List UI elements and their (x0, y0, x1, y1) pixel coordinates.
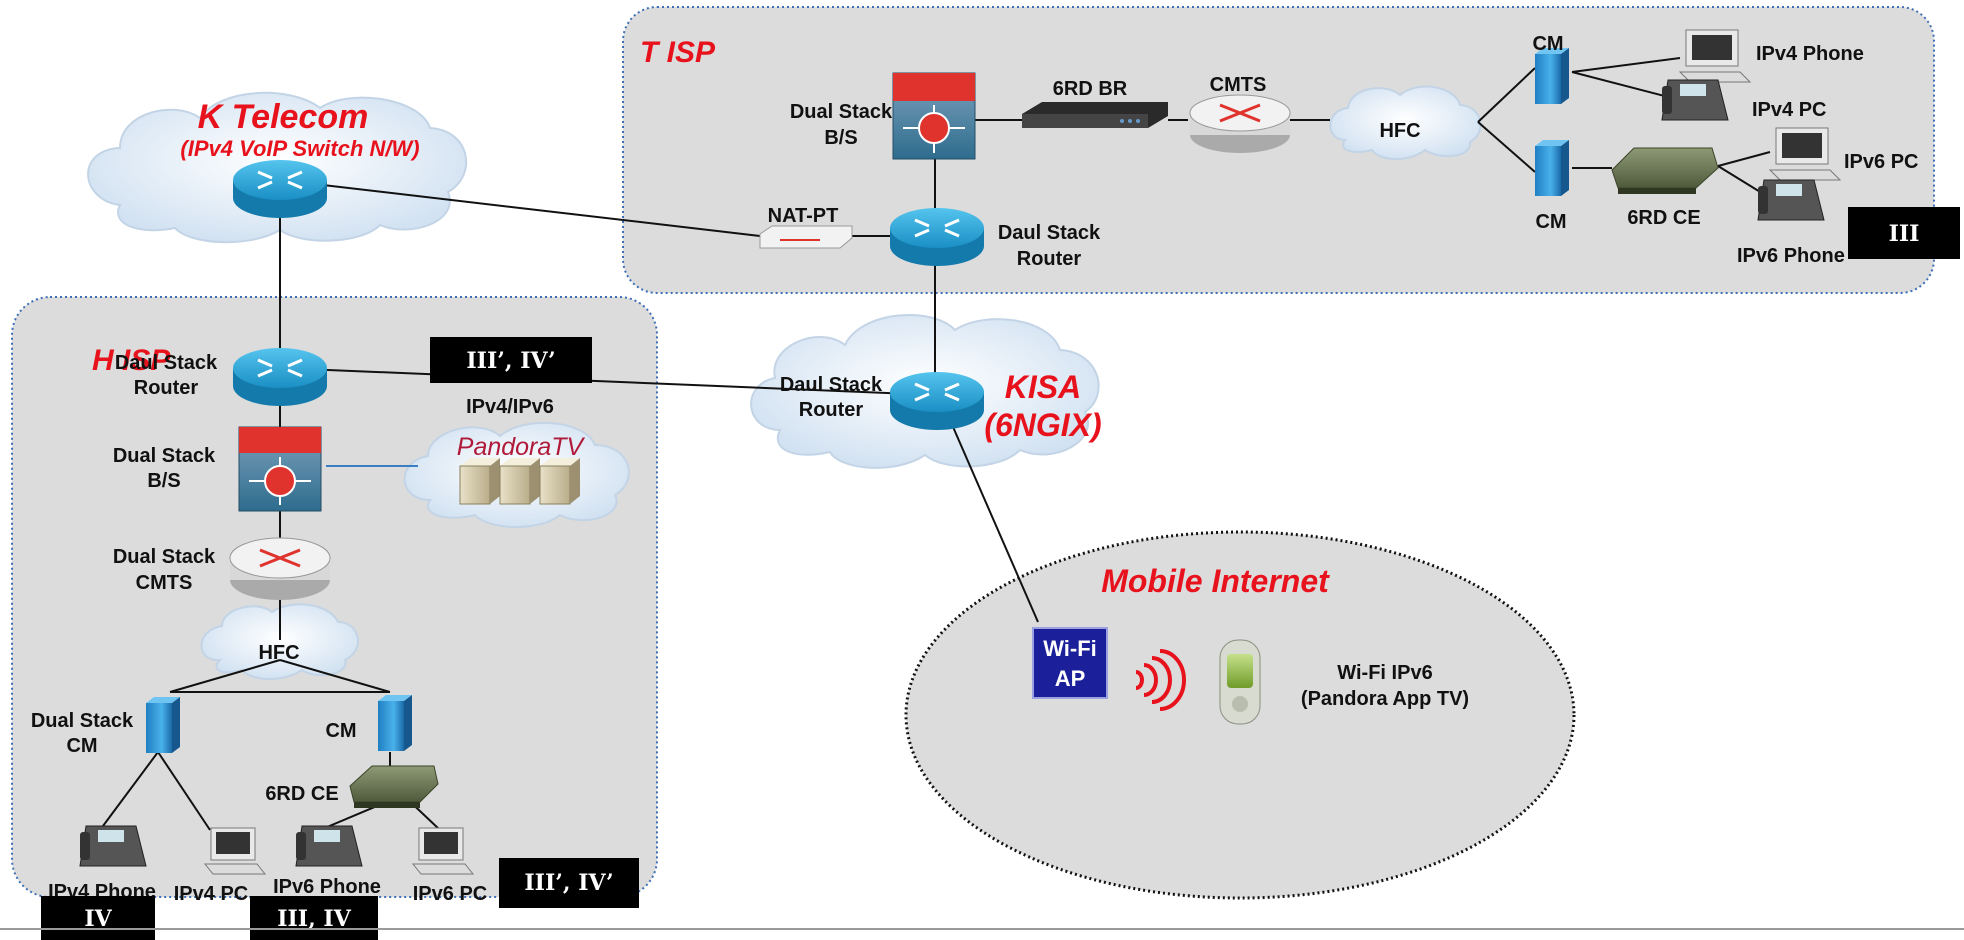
t-isp-cm-bottom-icon (1535, 140, 1569, 196)
h-isp-hfc-cloud (200, 603, 359, 680)
h-isp-ipv6-phone-icon (295, 825, 363, 867)
h-isp-cmts-label-line1: Dual Stack (113, 546, 216, 568)
h-isp-router-label-line1: Daul Stack (115, 352, 218, 374)
h-isp-dual-stack-cm-icon (146, 697, 180, 753)
svg-text:III, IV: III, IV (277, 906, 351, 932)
t-isp-ipv6-pc-icon (1768, 127, 1842, 181)
badge-t-isp: III (1848, 207, 1960, 259)
h-isp-bs-label-line1: Dual Stack (113, 445, 216, 467)
t-isp-ipv4-pc-label: IPv4 PC (1752, 99, 1826, 121)
h-isp-cm2-label: CM (325, 720, 356, 742)
badge-bottom-iii-iv: III, IV (250, 896, 378, 940)
h-isp-6rd-ce-icon (349, 765, 439, 808)
h-isp-router-icon (233, 348, 327, 406)
pandoratv-server-label: IPv4/IPv6 (466, 396, 554, 418)
k-telecom-router-icon (233, 160, 327, 218)
k-telecom-title: K Telecom (198, 98, 369, 136)
nat-pt-icon (759, 225, 853, 249)
h-isp-ipv4-pc-icon (203, 827, 267, 875)
badge-h-isp-bottom: III’, IV’ (499, 858, 639, 908)
h-isp-ipv6-pc-label: IPv6 PC (413, 883, 487, 905)
t-isp-ipv6-phone-icon (1757, 179, 1825, 221)
mobile-internet-title: Mobile Internet (1101, 563, 1330, 599)
h-isp-cmts-label-line2: CMTS (136, 572, 193, 594)
t-isp-hfc-cloud (1329, 85, 1482, 160)
wifi-ap-label-line2: AP (1055, 666, 1086, 691)
kisa-router-label-line1: Daul Stack (780, 374, 883, 396)
6rd-br-icon (1022, 102, 1168, 128)
t-isp-cmts-label: CMTS (1210, 74, 1267, 96)
t-isp-cmts-icon (1189, 94, 1291, 153)
h-isp-ipv4-pc-label: IPv4 PC (174, 883, 248, 905)
t-isp-title: T ISP (640, 36, 716, 69)
t-isp-ipv6-pc-label: IPv6 PC (1844, 151, 1918, 173)
t-isp-cm-top-icon (1535, 48, 1569, 104)
mobile-device-label-line2: (Pandora App TV) (1301, 688, 1469, 710)
svg-text:III’, IV’: III’, IV’ (466, 348, 555, 374)
h-isp-bs-label-line2: B/S (147, 470, 180, 492)
h-isp-6rd-ce-label: 6RD CE (265, 783, 338, 805)
kisa-title: KISA (1005, 369, 1081, 405)
mobile-device-label-line1: Wi-Fi IPv6 (1337, 662, 1432, 684)
h-isp-cmts-icon (229, 537, 331, 600)
t-isp-6rd-ce-label: 6RD CE (1627, 207, 1700, 229)
t-isp-ipv4-phone-icon (1661, 79, 1729, 121)
h-isp-hfc-label: HFC (258, 642, 299, 664)
mobile-phone-icon (1219, 639, 1261, 725)
t-isp-bs-label-line1: Dual Stack (790, 101, 893, 123)
t-isp-cm-top-label: CM (1532, 33, 1563, 55)
svg-text:III’, IV’: III’, IV’ (524, 870, 613, 896)
nat-pt-label: NAT-PT (768, 205, 839, 227)
t-isp-backbone-switch-icon (892, 72, 976, 160)
h-isp-cm1-label-line1: Dual Stack (31, 710, 134, 732)
h-isp-title: H ISP (92, 344, 171, 377)
kisa-router-label-line2: Router (799, 399, 864, 421)
kisa-router-icon (890, 372, 984, 430)
pandoratv-label: PandoraTV (457, 433, 586, 461)
h-isp-region (11, 296, 658, 898)
t-isp-router-icon (890, 208, 984, 266)
t-isp-6rd-ce-icon (1611, 147, 1719, 194)
h-isp-ipv6-phone-label: IPv6 Phone (273, 876, 381, 898)
h-isp-cm-icon (378, 695, 412, 751)
h-isp-backbone-switch-icon (238, 426, 322, 512)
t-isp-cm-bottom-label: CM (1535, 211, 1566, 233)
h-isp-cm1-label-line2: CM (66, 735, 97, 757)
h-isp-router-label-line2: Router (134, 377, 199, 399)
pandoratv-server-icons (459, 458, 580, 505)
k-telecom-subtitle: (IPv4 VoIP Switch N/W) (180, 136, 419, 161)
h-isp-ipv4-phone-icon (79, 825, 147, 867)
svg-text:IV: IV (84, 906, 112, 932)
badge-h-isp-link: III’, IV’ (430, 337, 592, 383)
wifi-ap-label-line1: Wi-Fi (1043, 636, 1097, 661)
svg-text:III: III (1889, 221, 1920, 247)
badge-bottom-iv: IV (41, 896, 155, 940)
t-isp-ipv4-phone-label: IPv4 Phone (1756, 43, 1864, 65)
h-isp-ipv6-pc-icon (411, 827, 475, 875)
wifi-ap-icon: Wi-Fi AP (1032, 627, 1108, 699)
6rd-br-label: 6RD BR (1053, 78, 1128, 100)
wifi-signal-icon (1135, 649, 1186, 711)
t-isp-hfc-label: HFC (1379, 120, 1420, 142)
t-isp-ipv4-pc-icon (1678, 29, 1752, 83)
t-isp-router-label-line1: Daul Stack (998, 222, 1101, 244)
t-isp-router-label-line2: Router (1017, 248, 1082, 270)
t-isp-bs-label-line2: B/S (824, 127, 857, 149)
t-isp-ipv6-phone-label: IPv6 Phone (1737, 245, 1845, 267)
kisa-subtitle: (6NGIX) (984, 407, 1101, 443)
